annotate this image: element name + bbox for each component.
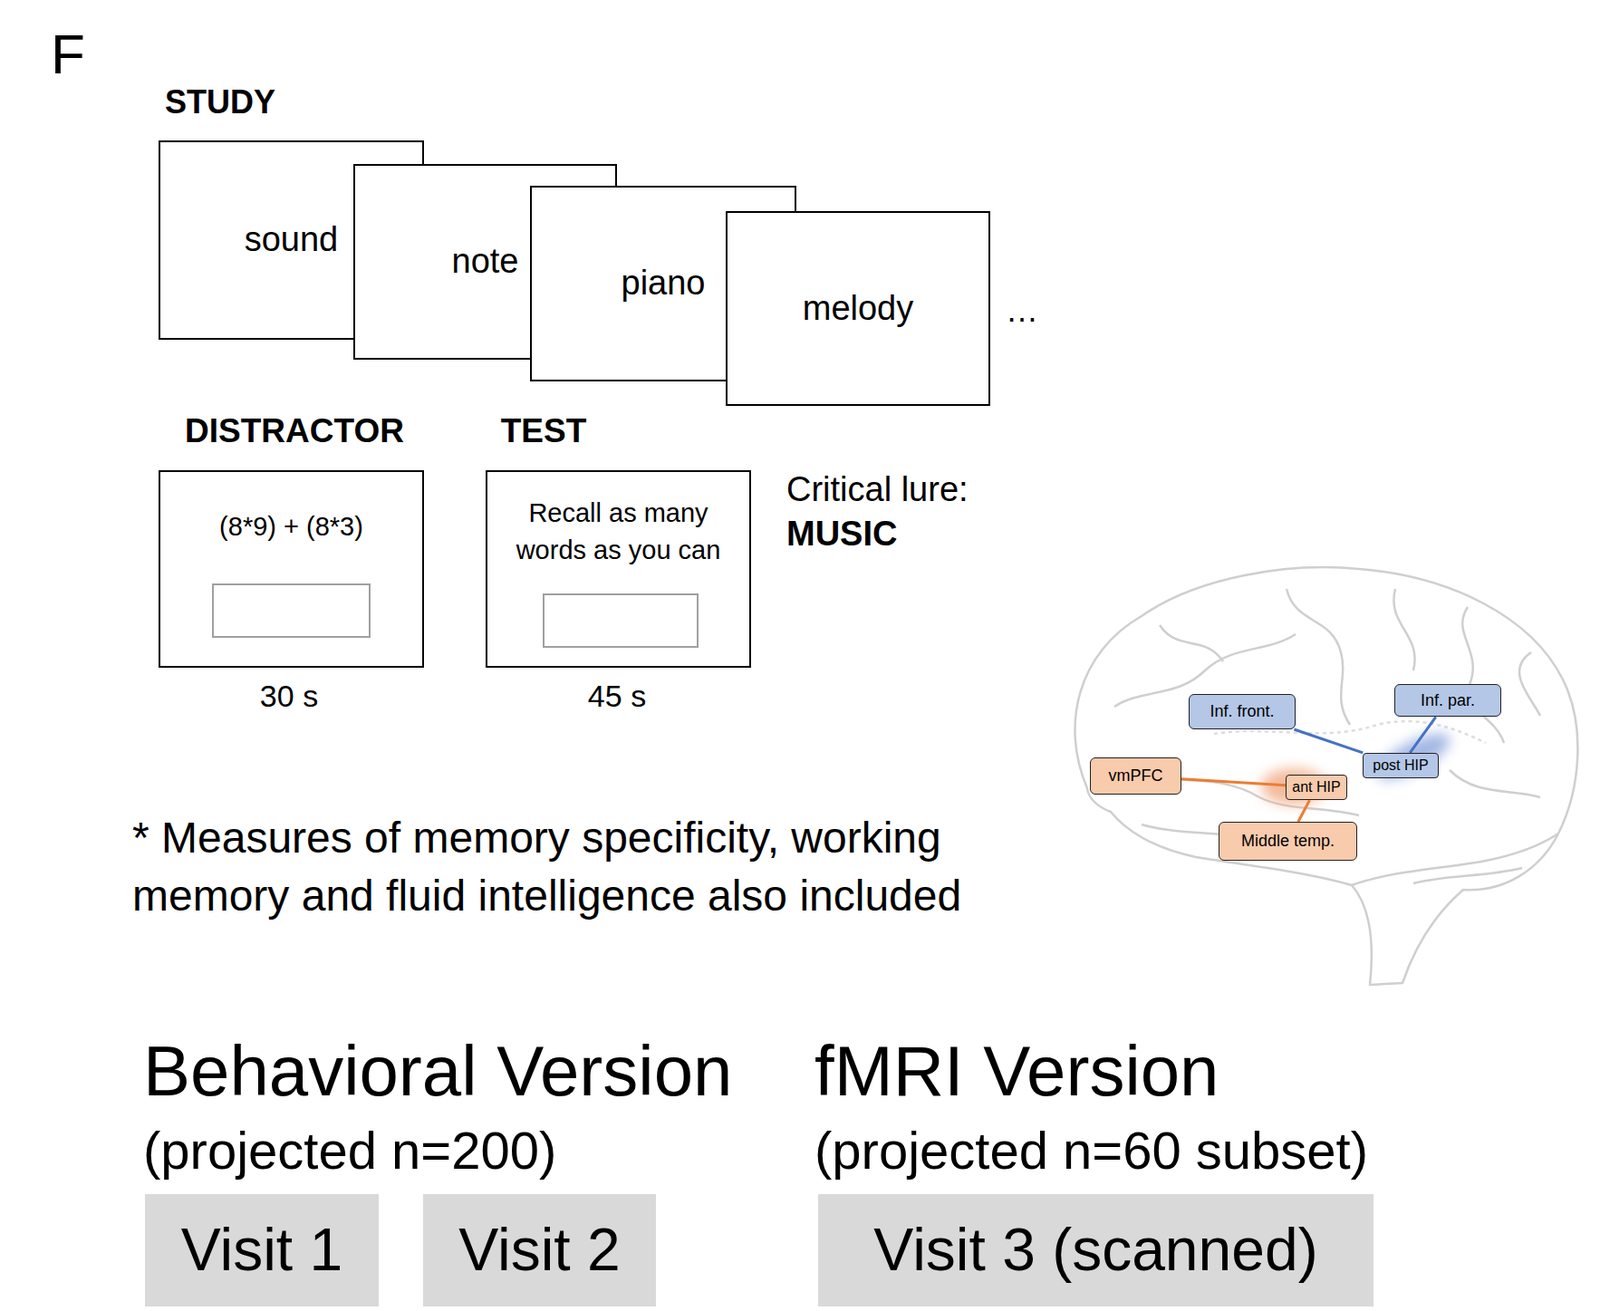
visit-box: Visit 3 (scanned): [818, 1194, 1374, 1307]
box-text: Visit 1: [181, 1215, 344, 1285]
box-text: melody: [802, 289, 915, 329]
box-text: ant HIP: [1291, 779, 1340, 796]
version-subheading: (projected n=200): [143, 1120, 557, 1182]
box-text: vmPFC: [1108, 766, 1164, 786]
visit-box: Visit 2: [423, 1194, 656, 1307]
ellipsis: …: [1005, 291, 1039, 329]
box-text: Visit 3 (scanned): [873, 1215, 1318, 1285]
box-text: Visit 2: [458, 1215, 621, 1285]
box-text: sound: [244, 220, 339, 261]
phase-heading: STUDY: [164, 83, 276, 121]
box-text: note: [452, 241, 520, 282]
duration-label: 30 s: [260, 678, 319, 714]
test-screen: Recall as many words as you can: [485, 470, 752, 668]
brain-region-box: Middle temp.: [1218, 821, 1358, 861]
study-word-card: melody: [725, 211, 991, 406]
box-text: Middle temp.: [1241, 831, 1335, 851]
phase-heading: TEST: [501, 412, 588, 452]
answer-field: [212, 583, 371, 638]
box-text: Inf. par.: [1420, 691, 1475, 711]
distractor-screen: (8*9) + (8*3): [158, 470, 425, 668]
brain-region-box: Inf. par.: [1394, 684, 1502, 718]
box-text: Inf. front.: [1209, 702, 1274, 722]
version-heading: fMRI Version: [814, 1031, 1219, 1113]
connection-line: [1181, 779, 1286, 786]
connection-line: [1293, 729, 1363, 753]
lure-word: MUSIC: [786, 514, 897, 555]
version-subheading: (projected n=60 subset): [814, 1120, 1369, 1182]
box-text: Recall as many words as you can: [501, 494, 737, 569]
connection-line: [1409, 716, 1436, 752]
lure-caption: Critical lure:: [786, 470, 969, 511]
box-text: piano: [621, 263, 706, 304]
box-text: post HIP: [1372, 757, 1428, 774]
brain-region-box: ant HIP: [1285, 774, 1348, 800]
brain-region-box: vmPFC: [1089, 757, 1182, 795]
duration-label: 45 s: [587, 678, 646, 714]
box-text: (8*9) + (8*3): [219, 511, 364, 542]
brain-region-box: Inf. front.: [1188, 693, 1296, 730]
answer-field: [542, 593, 699, 648]
note-text: * Measures of memory specificity, workin…: [132, 809, 1080, 926]
brain-region-box: post HIP: [1362, 752, 1439, 779]
connection-line: [1298, 800, 1311, 822]
panel-letter: F: [50, 21, 86, 87]
visit-box: Visit 1: [144, 1194, 379, 1307]
version-heading: Behavioral Version: [143, 1031, 733, 1113]
phase-heading: DISTRACTOR: [184, 412, 405, 452]
